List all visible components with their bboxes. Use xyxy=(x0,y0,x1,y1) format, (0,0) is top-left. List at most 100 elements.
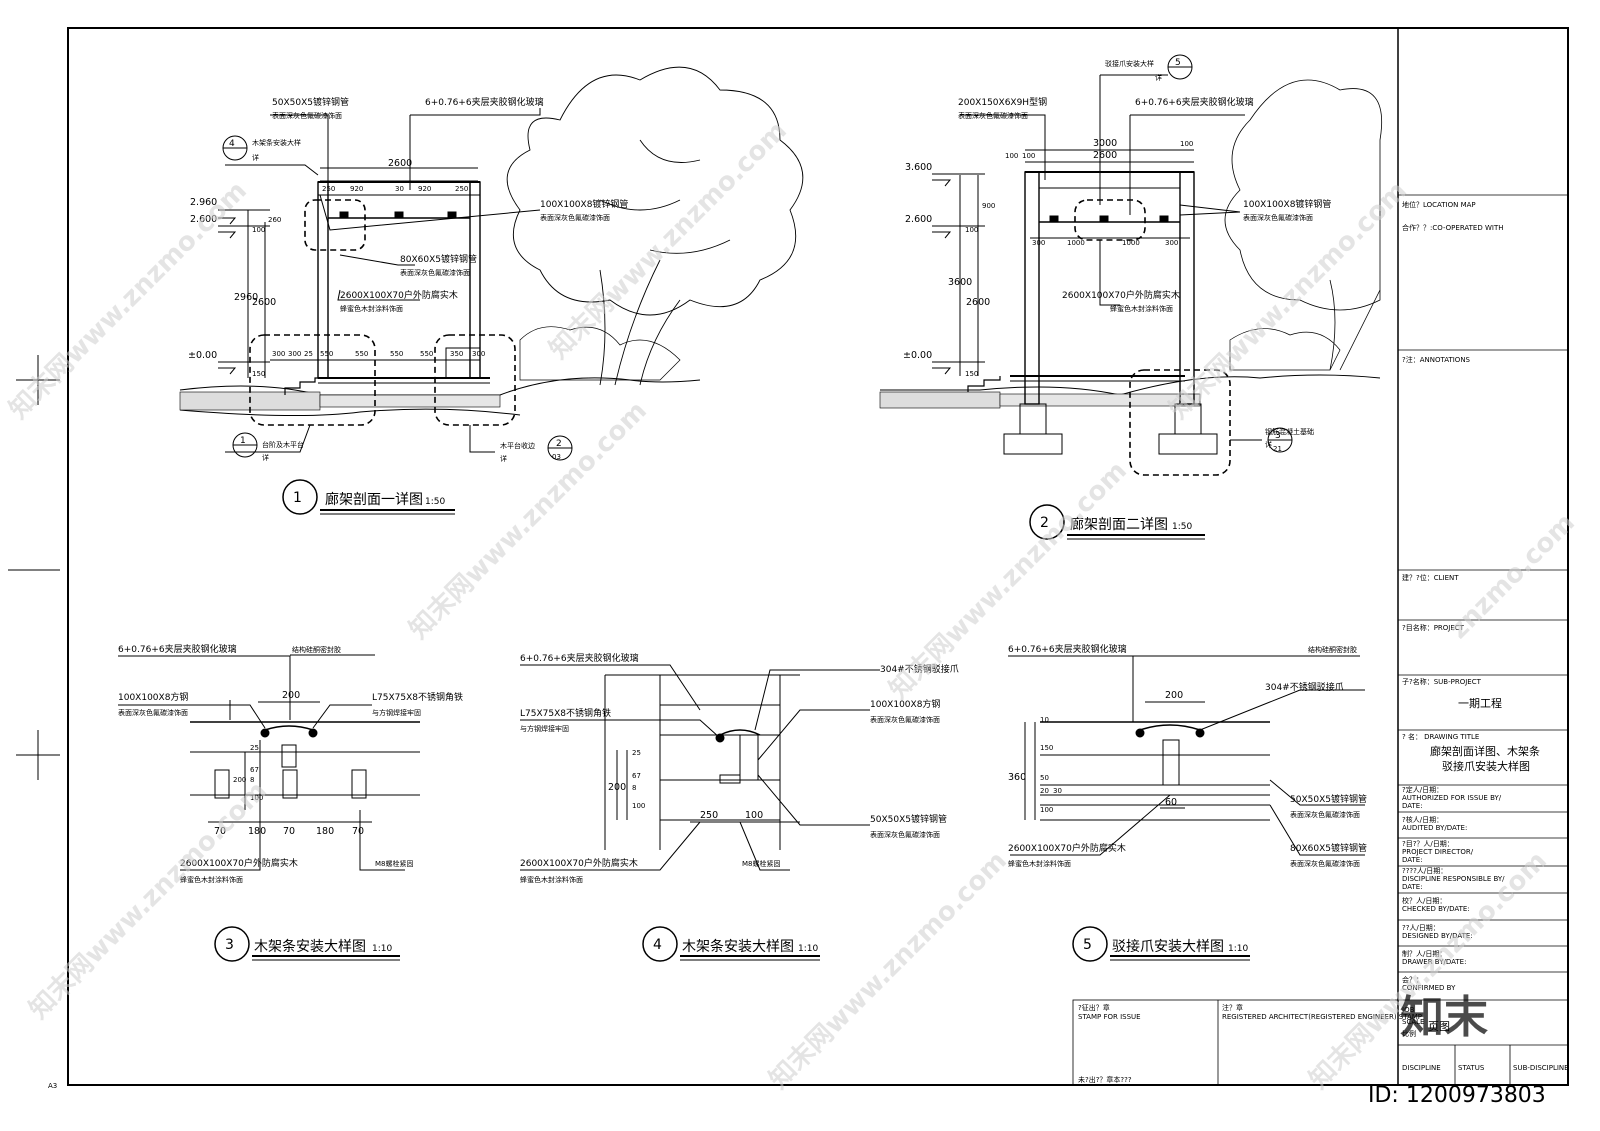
tb-stamp-foot: 未?出?？章本??? xyxy=(1078,1075,1132,1084)
label-sealant: 结构硅酮密封胶 xyxy=(292,645,341,654)
label-wood-coat: 蜂蜜色木封涂料饰面 xyxy=(1110,304,1173,313)
label-coat2: 表面深灰色氟碳漆饰面 xyxy=(1290,859,1360,868)
label-xiang: 详 xyxy=(1155,73,1162,82)
label-coat: 表面深灰色氟碳漆饰面 xyxy=(870,715,940,724)
dim-s1000b: 1000 xyxy=(1122,239,1140,247)
label-weld: 与方钢焊接牢固 xyxy=(372,708,421,717)
dim-v30: 30 xyxy=(1053,787,1062,795)
drawing-1-text: 50X50X5镀锌钢管 表面深灰色氟碳漆饰面 6+0.76+6夹层夹胶钢化玻璃 … xyxy=(188,96,628,508)
dim-v200: 200 xyxy=(233,776,246,784)
label-wood-coat: 蜂蜜色木封涂料饰面 xyxy=(520,875,583,884)
tb-discipline-3: DATE: xyxy=(1402,883,1423,891)
label-glass: 6+0.76+6夹层夹胶钢化玻璃 xyxy=(118,643,237,655)
tb-confirmed-2: CONFIRMED BY xyxy=(1402,984,1456,992)
tb-confirmed-1: 会？： xyxy=(1402,975,1423,984)
drawing-3-no: 3 xyxy=(225,937,234,953)
dim-s300b: 300 xyxy=(288,350,301,358)
watermark-site-8: 知末网www.znzmo.com xyxy=(1304,846,1553,1095)
drawing-3-title: 木架条安装大样图 xyxy=(254,938,366,955)
label-pipe80: 80X60X5镀锌钢管 xyxy=(1290,842,1367,854)
dim-s300b: 300 xyxy=(1165,239,1178,247)
drawing-5-text: 6+0.76+6夹层夹胶钢化玻璃 结构硅酮密封胶 304#不锈钢驳接爪 2600… xyxy=(1008,643,1367,955)
tb-discipline-1: ????人/日期： xyxy=(1402,867,1447,875)
dim-v150: 150 xyxy=(1040,744,1053,752)
tb-director-3: DATE: xyxy=(1402,856,1423,864)
drawing-2-scale: 1:50 xyxy=(1172,522,1192,532)
dim-s300a: 300 xyxy=(1032,239,1045,247)
label-steel-80: 80X60X5镀锌钢管 xyxy=(400,253,477,265)
drawing-4-scale: 1:10 xyxy=(798,944,818,954)
dim-s550b: 550 xyxy=(355,350,368,358)
dim-v100: 100 xyxy=(252,226,265,234)
ref-foot-sheet: 21 xyxy=(1273,445,1282,453)
watermark-site-3: 知末网www.znzmo.com xyxy=(884,456,1133,705)
dim-v200: 200 xyxy=(608,782,626,793)
drawing-2-no: 2 xyxy=(1040,515,1049,531)
label-step: 台阶及木平台 xyxy=(262,440,304,449)
dim-30: 30 xyxy=(395,185,404,193)
dim-v60: 60 xyxy=(1165,797,1177,808)
dim-s300a: 300 xyxy=(272,350,285,358)
dim-v2600: 2600 xyxy=(252,297,276,308)
label-sq100: 100X100X8镀锌钢管 xyxy=(1243,198,1331,210)
tb-stamp-issue-2: STAMP FOR ISSUE xyxy=(1078,1013,1141,1021)
dim-v3600: 3600 xyxy=(948,277,972,288)
drawing-5-title: 驳接爪安装大样图 xyxy=(1112,938,1224,955)
dim-s350: 350 xyxy=(450,350,463,358)
watermark-site-1: 知末网www.znzmo.com xyxy=(4,176,253,425)
drawing-5-no: 5 xyxy=(1083,937,1092,953)
tb-location: 地位？LOCATION MAP xyxy=(1402,200,1476,209)
dim-v10: 10 xyxy=(1040,716,1049,724)
dim-s550d: 550 xyxy=(420,350,433,358)
ref-right-sheet: 03 xyxy=(552,453,561,461)
dim-b70a: 70 xyxy=(214,826,226,837)
label-coat2: 表面深灰色氟碳漆饰面 xyxy=(870,830,940,839)
drawing-4-title: 木架条安装大样图 xyxy=(682,938,794,955)
tb-job: JOB xyxy=(1401,1006,1415,1014)
title-block-grid xyxy=(1072,194,1568,1086)
label-coat-b: 表面深灰色氟碳漆饰面 xyxy=(540,213,610,222)
watermark-site-4: 知末网www.znzmo.com xyxy=(544,116,793,365)
watermark-id: ID: 1200973803 xyxy=(1368,1083,1546,1108)
label-sealant: 结构硅酮密封胶 xyxy=(1308,645,1357,654)
dim-v100: 100 xyxy=(632,802,645,810)
dim-v2960: 2960 xyxy=(234,292,258,303)
watermark-site-9: znzmo.com xyxy=(1444,508,1581,645)
dim-b180b: 180 xyxy=(316,826,334,837)
dim-v8: 8 xyxy=(250,776,254,784)
dim-3000: 3000 xyxy=(1093,138,1117,149)
tb-checked-1: 校？人/日期： xyxy=(1402,896,1446,905)
label-wood-2600: 2600X100X70户外防腐实木 xyxy=(340,289,458,301)
drawing-4-text: 6+0.76+6夹层夹胶钢化玻璃 304#不锈钢驳接爪 L75X75X8不锈钢角… xyxy=(520,652,959,955)
drawing-5-claw-detail xyxy=(1008,655,1365,962)
label-coat-c: 表面深灰色氟碳漆饰面 xyxy=(400,268,470,277)
label-xiang-b: 详 xyxy=(1265,440,1272,449)
tb-audit-2: AUDITED BY/DATE: xyxy=(1402,824,1467,832)
drawing-1-pergola-section xyxy=(179,108,701,515)
label-platform: 木平台收边 xyxy=(500,441,535,450)
label-wood-2600: 2600X100X70户外防腐实木 xyxy=(1062,289,1180,301)
dim-v150: 150 xyxy=(252,370,265,378)
label-wood-bar-ref: 木架条安装大样 xyxy=(252,138,301,147)
tb-bili: 比例 xyxy=(1402,1029,1416,1038)
drawing-2-text: 驳接爪安装大样 详 5 200X150X6X9H型钢 表面深灰色氟碳漆饰面 6+… xyxy=(903,58,1331,533)
tb-auth-3: DATE: xyxy=(1402,802,1423,810)
label-hbeam: 200X150X6X9H型钢 xyxy=(958,96,1047,108)
dim-v150: 150 xyxy=(965,370,978,378)
tb-drawer-1: 制？人/日期： xyxy=(1402,949,1446,958)
tb-project: ?目名称：PROJECT xyxy=(1402,623,1465,632)
ref-right-no: 2 xyxy=(556,439,562,449)
elev-2960: 2.960 xyxy=(190,197,217,208)
label-sq100: 100X100X8方钢 xyxy=(118,691,188,703)
tb-drawing-title-label: ? 名： DRAWING TITLE xyxy=(1402,732,1479,741)
tb-audit-1: ?核人/日期： xyxy=(1402,815,1443,824)
dim-s550a: 550 xyxy=(320,350,333,358)
drawing-3-text: 6+0.76+6夹层夹胶钢化玻璃 结构硅酮密封胶 100X100X8方钢 表面深… xyxy=(118,643,463,955)
drawing-1-no: 1 xyxy=(293,490,302,506)
dim-h100: 100 xyxy=(745,810,763,821)
dim-250a: 250 xyxy=(322,185,335,193)
label-wood: 2600X100X70户外防腐实木 xyxy=(1008,842,1126,854)
label-pipe50: 50X50X5镀锌钢管 xyxy=(1290,793,1367,805)
label-angle: L75X75X8不锈钢角铁 xyxy=(372,691,463,703)
